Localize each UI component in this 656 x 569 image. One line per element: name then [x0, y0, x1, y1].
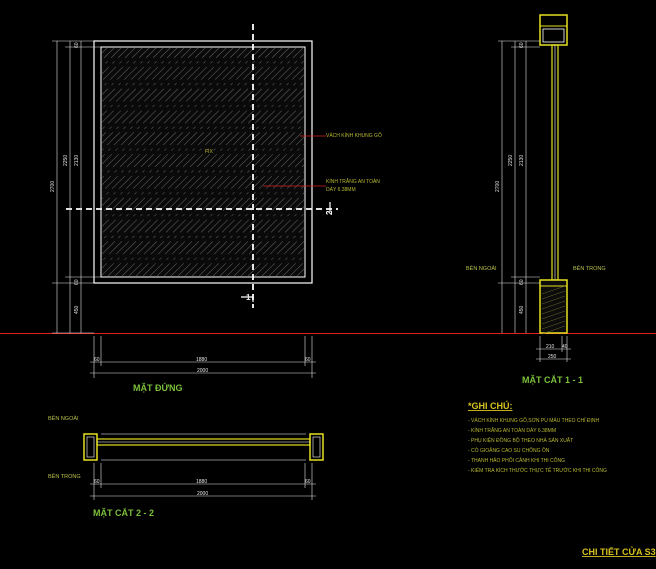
dim-2700-s1: 2700 [495, 181, 501, 192]
note-item: - PHỤ KIỆN ĐỒNG BỘ THEO NHÀ SẢN XUẤT [468, 436, 573, 444]
drawing-title: CHI TIẾT CỬA S3 [582, 546, 656, 557]
s2-right-post [309, 433, 324, 461]
dim-60-s2-right: 60 [305, 479, 311, 485]
dim-60-top-s1: 60 [519, 42, 525, 48]
dim-2700-elev: 2700 [50, 181, 56, 192]
dim-2130-elev: 2130 [74, 155, 80, 166]
section-2-title: MẶT CẮT 2 - 2 [93, 508, 154, 518]
section-2-view: BÊN NGOÀI BÊN TRONG 60 1880 60 2000 MẶT … [48, 414, 324, 518]
dim-450-elev: 450 [74, 305, 80, 314]
dim-60-mid-s1: 60 [519, 279, 525, 285]
note-item: - VÁCH KÍNH KHUNG GỖ,SƠN PU MÀU THEO CHỈ… [468, 417, 600, 424]
s1-base-hatch [541, 285, 566, 335]
s1-left-dims [498, 40, 540, 333]
s1-head-block [539, 14, 568, 46]
section-1-view: 2700 2250 2130 60 60 450 BÊN NGOÀI BÊN T… [466, 14, 606, 385]
dim-2130-s1: 2130 [519, 155, 525, 166]
s2-bottom-dims [90, 463, 316, 500]
dim-60-mid-elev: 60 [74, 279, 80, 285]
dim-2250-elev: 2250 [63, 155, 69, 166]
s1-bottom-dims [536, 336, 571, 362]
s1-outside-label: BÊN NGOÀI [466, 264, 497, 272]
note-item: - CÓ GIOĂNG CAO SU CHỐNG ỒN [468, 447, 550, 454]
elevation-left-dims [52, 40, 101, 334]
notes-block: *GHI CHÚ: - VÁCH KÍNH KHUNG GỖ,SƠN PU MÀ… [468, 400, 607, 474]
dim-210-s1: 210 [546, 344, 555, 350]
dim-60-top-elev: 60 [74, 42, 80, 48]
section-1-title: MẶT CẮT 1 - 1 [522, 375, 583, 385]
s2-outside-label: BÊN NGOÀI [48, 414, 79, 422]
s2-inside-label: BÊN TRONG [48, 472, 81, 480]
notes-heading: *GHI CHÚ: [468, 400, 513, 411]
dim-250-s1: 250 [548, 354, 557, 360]
note-item: - THANH HẢO PHỐI CẢNH KHI THI CÔNG [468, 457, 565, 464]
section-mark-bottom-label: 1 [246, 293, 251, 302]
elevation-inner-frame [100, 46, 306, 278]
s2-left-post [83, 433, 98, 461]
callout-frame: VÁCH KÍNH KHUNG GỖ [326, 132, 382, 139]
dim-2250-s1: 2250 [508, 155, 514, 166]
callout-glass-2: DÀY 6.38MM [326, 186, 356, 193]
dim-1880-elev: 1880 [196, 357, 207, 363]
note-item: - KÍNH TRẮNG AN TOÀN DÀY 6.38MM [468, 426, 556, 434]
glass-hatch [102, 48, 304, 276]
note-item: - KIỂM TRA KÍCH THƯỚC THỰC TẾ TRƯỚC KHI … [468, 467, 607, 474]
section-mark-bottom [241, 296, 254, 302]
dim-40-s1: 40 [562, 344, 568, 350]
s1-base-block [539, 279, 568, 334]
dim-2000-elev: 2000 [197, 368, 208, 374]
dim-60-br: 60 [305, 357, 311, 363]
dim-2000-s2: 2000 [197, 491, 208, 497]
dim-60-bl: 60 [94, 357, 100, 363]
fix-label: FIX [205, 149, 213, 155]
elevation-outer-frame [93, 40, 313, 284]
elevation-title: MẶT ĐỨNG [133, 382, 182, 393]
dim-450-s1: 450 [519, 305, 525, 314]
elevation-bottom-dims [90, 336, 316, 378]
section-mark-right-label: 2 [325, 210, 334, 215]
dim-60-s2-left: 60 [94, 479, 100, 485]
dim-1880-s2: 1880 [196, 479, 207, 485]
callout-glass-1: KÍNH TRẮNG AN TOÀN [326, 177, 380, 185]
s1-inside-label: BÊN TRONG [573, 264, 606, 272]
elevation-view: 1 2 FIX VÁCH KÍNH KHUNG GỖ KÍNH TRẮNG AN… [50, 24, 382, 393]
